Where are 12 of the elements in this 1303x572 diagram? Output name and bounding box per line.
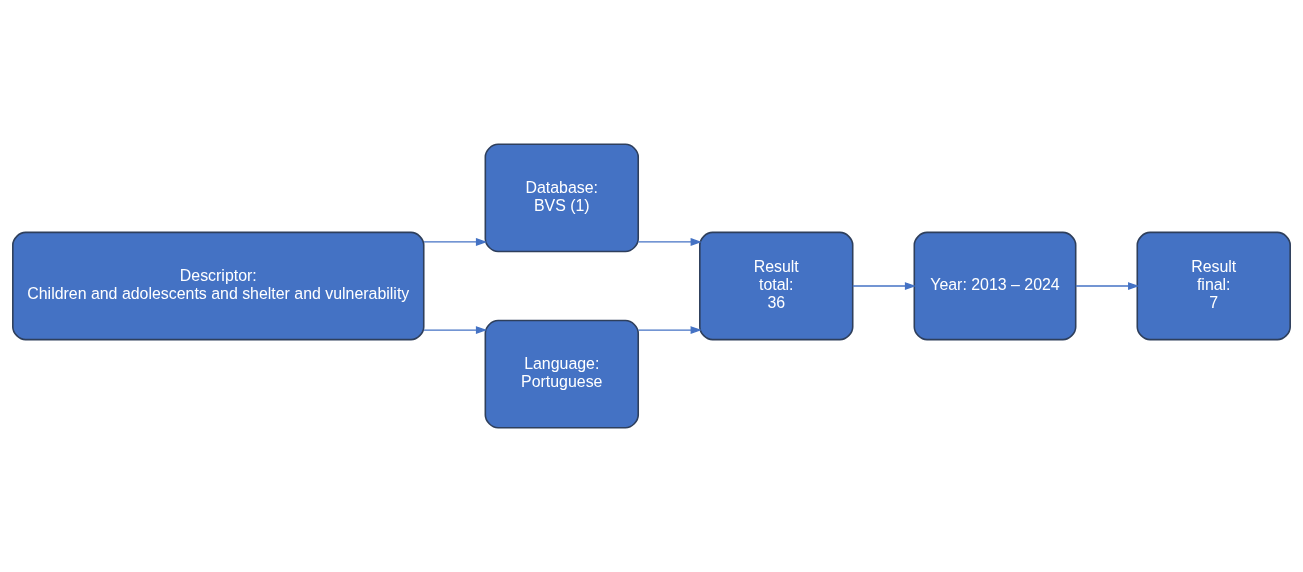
node-box: Database: BVS (1) [484, 143, 640, 253]
arrow [852, 282, 917, 290]
arrow [423, 326, 488, 334]
arrow [1075, 282, 1140, 290]
node-box: Result total: 36 [699, 231, 854, 341]
node-box: Year: 2013 – 2024 [913, 231, 1077, 341]
arrow [423, 238, 488, 246]
arrow [637, 326, 702, 334]
node-box: Result final: 7 [1136, 231, 1291, 341]
node-box: Descriptor: Children and adolescents and shelter and vulnerability [12, 231, 425, 341]
node-box: Language: Portuguese [484, 319, 640, 429]
arrow [637, 238, 702, 246]
